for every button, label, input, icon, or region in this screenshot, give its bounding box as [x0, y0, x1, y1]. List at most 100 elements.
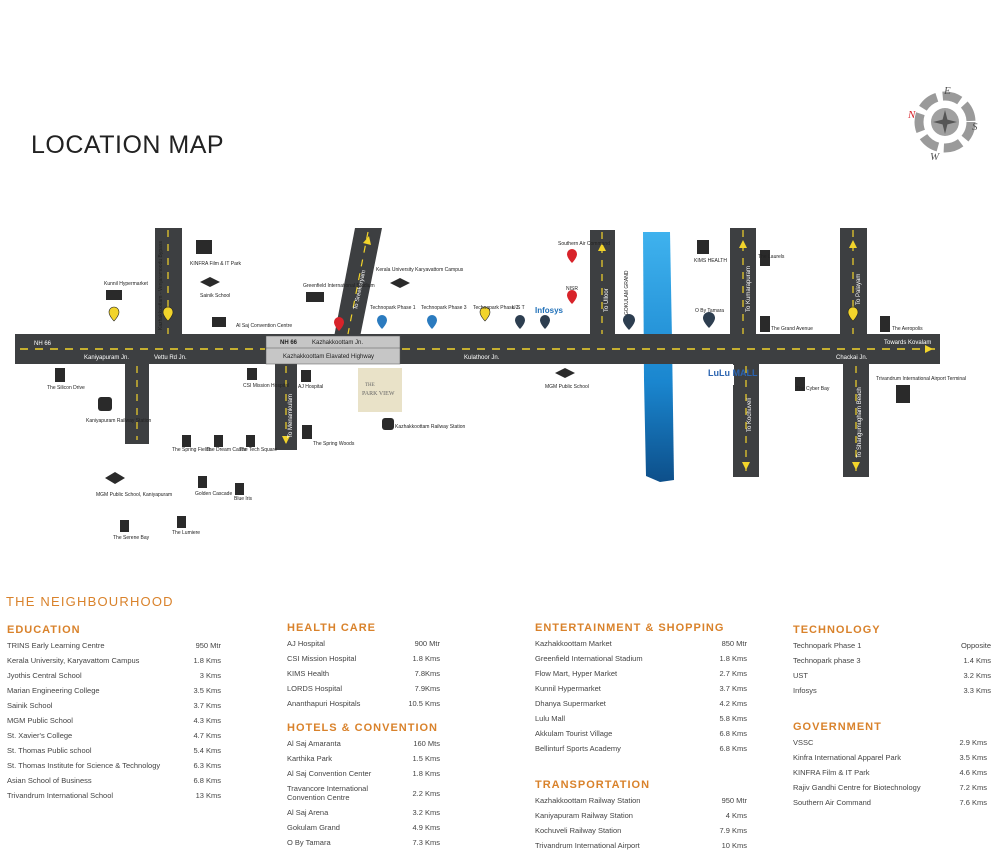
item-distance: 6.3 Kms: [193, 761, 221, 770]
government-title: GOVERNMENT: [793, 721, 882, 733]
label-chackai-jn: Chackai Jn.: [836, 355, 868, 361]
compass-w: W: [930, 151, 940, 163]
item-name: Jyothis Central School: [7, 671, 82, 680]
list-item: Lulu Mall 5.8 Kms: [535, 711, 747, 726]
item-distance: 6.8 Kms: [719, 744, 747, 753]
item-name: TRINS Early Learning Centre: [7, 641, 105, 650]
label-to-kochuveli: To Kochuveli: [747, 398, 753, 432]
item-distance: 1.4 Kms: [963, 656, 991, 665]
item-distance: 10.5 Kms: [408, 699, 440, 708]
item-distance: 10 Kms: [721, 841, 747, 850]
lbl-tp2: Technopark Phase 2: [473, 305, 519, 311]
pin-kazhakkoottam-icon: [334, 317, 344, 331]
convention-icon: [212, 317, 226, 327]
tech-square-building-icon: [246, 435, 255, 447]
label-bypass: Kazhakkoottam - Venjaramoodu Bypass: [158, 241, 164, 330]
pin-gokulam-icon: [623, 314, 635, 330]
item-name: Lulu Mall: [535, 714, 566, 723]
label-kazhakkoottam-jn: Kazhakkoottam Jn.: [312, 340, 363, 346]
lbl-gokulam: GOKULAM GRAND: [624, 270, 630, 315]
arrow-down-icon: [282, 436, 290, 444]
pin-obytamara-icon: [703, 312, 715, 328]
item-distance: 7.6 Kms: [959, 798, 987, 807]
item-name: Trivandrum International School: [7, 791, 114, 800]
item-name: Rajiv Gandhi Centre for Biotechnology: [793, 783, 921, 792]
lbl-sainik: Sainik School: [200, 293, 230, 299]
item-name: Asian School of Business: [7, 776, 92, 785]
item-distance: 5.8 Kms: [719, 714, 747, 723]
pin-southern-air-icon: [567, 249, 577, 263]
item-name: O By Tamara: [287, 838, 331, 847]
lumiere-building-icon: [177, 516, 186, 528]
label-nh66: NH 66: [34, 341, 52, 347]
item-name: Dhanya Supermarket: [535, 699, 606, 708]
arrow-up-icon: [598, 243, 606, 251]
lbl-mgm-kaniyapuram: MGM Public School, Kaniyapuram: [96, 492, 172, 498]
item-name: Kunnil Hypermarket: [535, 684, 601, 693]
lbl-aj: AJ Hospital: [298, 384, 323, 390]
serene-bay-building-icon: [120, 520, 129, 532]
pin-tp2-icon: [479, 306, 491, 322]
item-name: LORDS Hospital: [287, 684, 343, 693]
item-name: Infosys: [793, 686, 817, 695]
item-name: AJ Hospital: [287, 639, 325, 648]
label-towards-kovalam: Towards Kovalam: [884, 340, 931, 346]
item-distance: 3.5 Kms: [959, 753, 987, 762]
lbl-airport: Trivandrum International Airport Termina…: [876, 376, 966, 382]
lbl-silicon-drive: The Silicon Drive: [47, 385, 85, 391]
item-name: Sainik School: [7, 701, 53, 710]
item-name: Karthika Park: [287, 754, 333, 763]
label-kulathoor-jn: Kulathoor Jn.: [464, 355, 500, 361]
lbl-southern-air: Southern Air Command: [558, 241, 610, 247]
aj-building-icon: [301, 370, 311, 382]
item-name: Trivandrum International Airport: [535, 841, 640, 850]
education-title: EDUCATION: [7, 624, 81, 636]
item-name: VSSC: [793, 738, 814, 747]
list-item: Travancore International Convention Cent…: [287, 781, 440, 805]
item-name: Technopark phase 3: [793, 656, 861, 665]
item-name: Al Saj Convention Center: [287, 769, 372, 778]
item-distance: 3.5 Kms: [193, 686, 221, 695]
lulu-logo-box: [692, 365, 734, 385]
item-distance: 950 Mtr: [721, 796, 747, 805]
item-name: Travancore International Convention Cent…: [287, 784, 369, 802]
item-distance: 6.8 Kms: [719, 729, 747, 738]
label-to-menamkulam: To Menamkulam: [288, 394, 294, 438]
train-icon: [98, 397, 112, 411]
arrow-up-icon: [739, 240, 747, 248]
list-item: Technopark phase 3 1.4 Kms: [793, 653, 991, 668]
spring-woods-building-icon: [302, 425, 312, 439]
lbl-kinfra: KINFRA Film & IT Park: [190, 261, 242, 267]
item-name: Ananthapuri Hospitals: [287, 699, 361, 708]
pin-chackai-icon: [847, 306, 859, 322]
laurels-building-icon: [760, 250, 770, 266]
lbl-lumiere: The Lumiere: [172, 530, 200, 536]
lbl-kerala-univ: Kerala University Karyavattom Campus: [376, 267, 464, 273]
lbl-serene-bay: The Serene Bay: [113, 535, 150, 541]
label-nh66-center: NH 66: [280, 340, 298, 346]
arrow-down-icon: [852, 462, 860, 470]
park-view-a: THE: [365, 383, 375, 388]
